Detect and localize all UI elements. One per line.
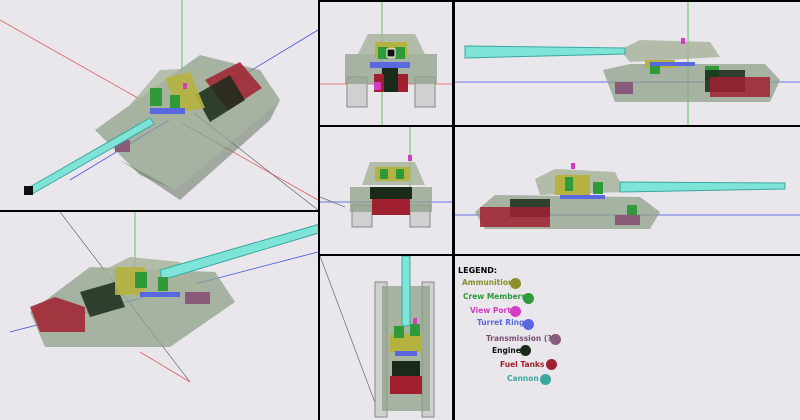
legend-item-engine: Engine: [455, 345, 555, 360]
legend-label: Engine: [492, 346, 521, 355]
turret-ring: [650, 62, 695, 66]
legend-item-turretring: Turret Ring: [455, 318, 555, 332]
viewport-marker: [183, 83, 187, 89]
viewport-perspective-top[interactable]: [0, 0, 318, 210]
viewport-side-left[interactable]: [455, 2, 800, 125]
crew-member: [135, 272, 147, 288]
cannon-muzzle: [386, 48, 396, 58]
legend-label: Fuel Tanks: [500, 360, 545, 369]
fuel-tank: [398, 74, 408, 92]
turret-ring: [140, 292, 180, 297]
viewport-marker: [374, 82, 381, 90]
crew-member: [627, 205, 637, 217]
legend-item-cannon: Cannon: [455, 374, 555, 388]
cannon-muzzle: [24, 186, 33, 195]
crew-member: [650, 64, 660, 74]
viewport-front[interactable]: [320, 2, 452, 125]
turret-ring: [560, 195, 605, 199]
cannon: [619, 181, 786, 193]
engine: [370, 187, 412, 199]
turret-ring: [150, 108, 185, 114]
legend-item-ammunition: Ammunition: [455, 278, 555, 292]
crew-member: [396, 169, 404, 179]
crew-member: [158, 277, 168, 291]
hull-lower: [120, 100, 280, 200]
legend-swatch: [540, 374, 551, 385]
legend-swatch: [523, 293, 534, 304]
viewport-marker: [571, 163, 575, 169]
transmission: [185, 292, 210, 304]
legend-item-crew: Crew Members: [455, 292, 555, 306]
engine: [80, 282, 125, 317]
legend-label: Crew Members: [463, 292, 526, 301]
fuel-tank: [30, 297, 85, 332]
crew-member: [150, 88, 162, 106]
fuel-tank: [480, 207, 550, 227]
legend-swatch: [510, 306, 521, 317]
cannon: [159, 224, 318, 281]
perspective-bottom-drawing: [9, 212, 318, 383]
viewport-marker: [413, 318, 417, 324]
legend-swatch: [523, 319, 534, 330]
crew-member: [394, 326, 404, 338]
transmission: [615, 82, 633, 94]
crew-member: [378, 47, 388, 59]
legend-label: Ammunition: [462, 278, 514, 287]
viewport-marker: [408, 155, 412, 161]
side-right-drawing: [455, 163, 800, 229]
rear-drawing: [320, 127, 452, 228]
viewport-rear[interactable]: [320, 127, 452, 254]
legend-swatch: [520, 345, 531, 356]
viewport-side-right[interactable]: [455, 127, 800, 254]
viewport-perspective-bottom[interactable]: [0, 212, 318, 420]
fuel-tank: [710, 77, 770, 97]
crew-member: [593, 182, 603, 194]
turret: [620, 40, 720, 62]
ammo-rack: [165, 72, 205, 112]
crew-member: [170, 95, 180, 109]
legend-item-viewport: View Port: [455, 306, 555, 320]
viewport-marker: [681, 38, 685, 44]
legend-label: Transmission (?): [486, 334, 556, 343]
crew-member: [380, 169, 388, 179]
engine: [382, 68, 398, 92]
legend-label: Cannon: [507, 374, 539, 383]
legend-swatch: [550, 334, 561, 345]
transmission: [615, 215, 640, 225]
legend-label: View Port: [470, 306, 511, 315]
side-left-drawing: [455, 2, 800, 125]
viewport-top-down[interactable]: [320, 256, 452, 420]
cannon: [401, 256, 411, 327]
crew-member: [565, 177, 573, 191]
legend-item-fueltanks: Fuel Tanks: [455, 359, 557, 374]
legend-panel: LEGEND: Ammunition Crew Members View Por…: [455, 256, 800, 420]
perspective-top-drawing: [0, 0, 318, 210]
crew-member: [395, 47, 405, 59]
engine-block: [195, 75, 245, 122]
legend-title: LEGEND:: [458, 266, 498, 275]
ammo-rack: [390, 334, 422, 352]
top-down-drawing: [320, 256, 435, 418]
turret-ring: [395, 351, 417, 356]
turret-ring: [370, 62, 410, 68]
front-drawing: [320, 2, 452, 125]
legend-item-transmission: Transmission (?): [455, 334, 575, 348]
legend-label: Turret Ring: [477, 318, 525, 327]
legend-swatch: [510, 278, 521, 289]
crew-member: [410, 324, 420, 336]
cannon: [464, 45, 626, 59]
legend-swatch: [546, 359, 557, 370]
fuel-tank: [390, 376, 422, 394]
fuel-tank: [372, 199, 410, 215]
